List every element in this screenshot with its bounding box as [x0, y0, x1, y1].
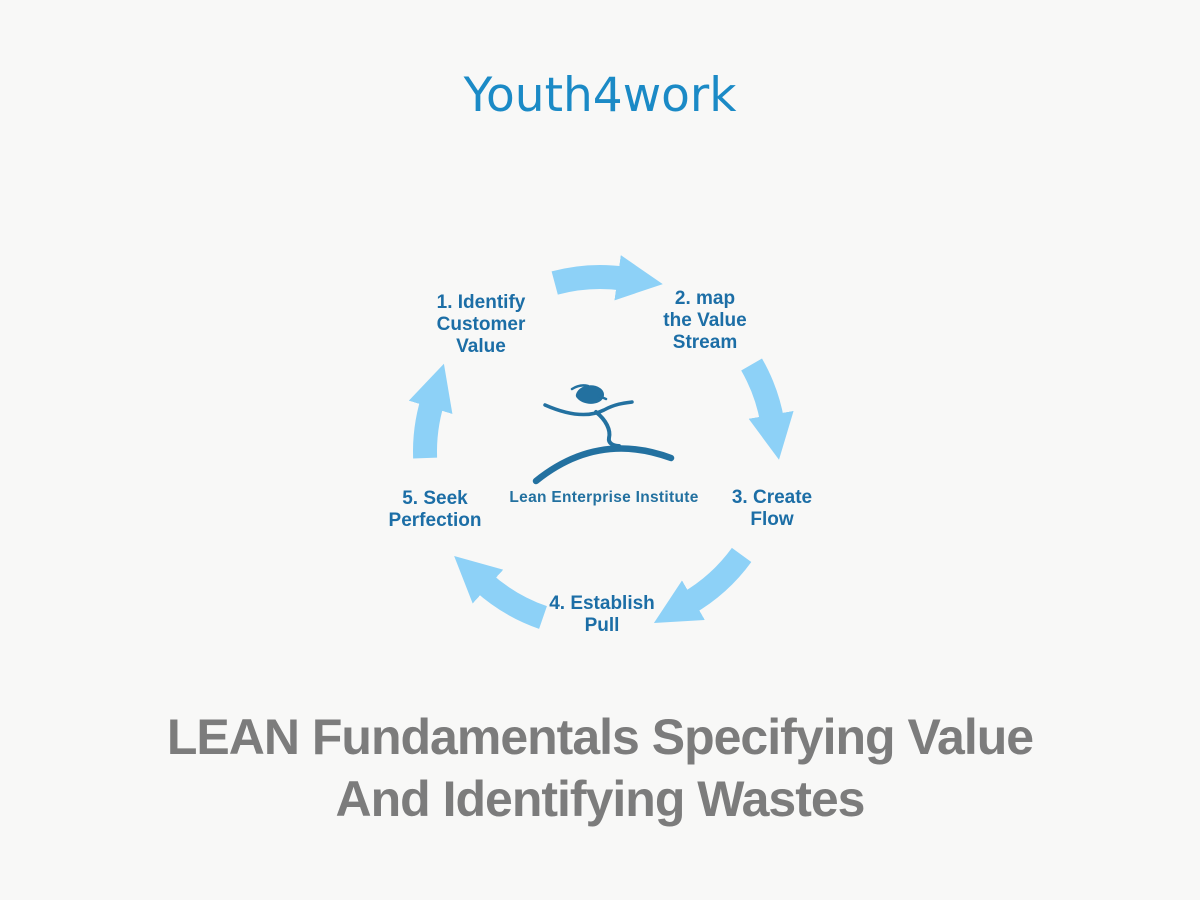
leaping-figure-icon — [532, 384, 675, 485]
cycle-arrow-5-icon — [408, 363, 453, 459]
step-label-2: 2. map the Value Stream — [663, 288, 747, 353]
step-label-1: 1. Identify Customer Value — [436, 292, 526, 357]
cycle-arrow-3-icon — [653, 547, 752, 623]
lean-logo-text: Lean Enterprise Institute — [509, 489, 699, 506]
step-label-3: 3. Create Flow — [731, 487, 813, 530]
step-label-5: 5. Seek Perfection — [388, 488, 482, 531]
page-title: Youth4work — [463, 68, 737, 123]
step-label-4: 4. Establish Pull — [549, 593, 655, 636]
cycle-arrow-4-icon — [454, 556, 548, 629]
footer-heading: LEAN Fundamentals Specifying Value And I… — [166, 709, 1034, 827]
cycle-arrow-1-icon — [551, 255, 663, 301]
cycle-arrow-2-icon — [741, 358, 794, 460]
